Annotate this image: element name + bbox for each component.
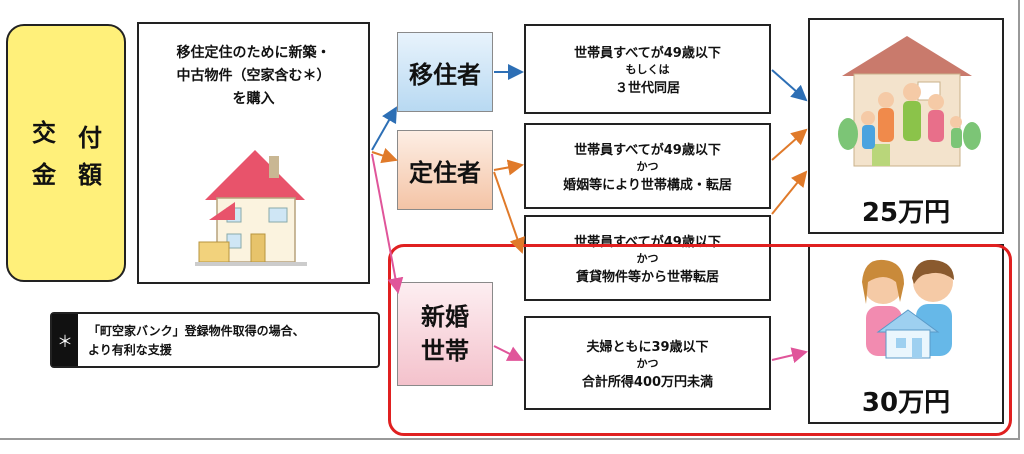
grant-amount-label: 交 付 金 額: [6, 24, 126, 282]
arrow-purchase-to-shinkon: [371, 153, 404, 294]
reward-box-25: 25万円: [808, 18, 1004, 234]
condition-1-line-1: 世帯員すべてが49歳以下: [574, 46, 721, 61]
akiya-bank-note: ＊ 「町空家バンク」登録物件取得の場合、 より有利な支援: [50, 312, 380, 368]
purchase-line-3: を購入: [232, 91, 275, 107]
condition-2-line-2: かつ: [636, 160, 659, 173]
category-shinkon: 新婚 世帯: [397, 282, 493, 386]
reward-amount-30: 30万円: [861, 388, 951, 418]
arrow-cond1-to-reward25: [771, 69, 808, 102]
couple-icon: [862, 259, 954, 359]
newlywed-highlight: [388, 244, 1012, 436]
arrow-purchase-to-teiju: [371, 147, 398, 164]
arrow-teiju-to-cond2: [493, 159, 524, 176]
condition-1-line-2: もしくは: [625, 63, 670, 76]
arrow-shinkon-to-cond4: [493, 345, 524, 361]
arrow-purchase-to-iju: [371, 106, 397, 151]
label-char-4: 額: [78, 161, 102, 189]
condition-4-line-1: 夫婦ともに39歳以下: [586, 340, 709, 355]
reward-box-30: 30万円: [808, 244, 1004, 424]
outer-frame: [0, 0, 1020, 440]
label-char-2: 付: [78, 124, 102, 152]
purchase-line-1: 移住定住のために新築・: [176, 45, 331, 61]
label-char-3: 金: [32, 161, 56, 189]
condition-3-line-3: 賃貸物件等から世帯転居: [575, 270, 719, 285]
purchase-line-2: 中古物件（空家含む＊）: [176, 68, 331, 84]
shinkon-line-2: 世帯: [421, 337, 469, 365]
category-teiju: 定住者: [397, 130, 493, 210]
note-star: ＊: [52, 314, 78, 366]
note-line-2: より有利な支援: [88, 343, 172, 357]
arrow-cond4-to-reward30: [771, 347, 808, 363]
condition-3-line-2: かつ: [636, 252, 659, 265]
label-char-1: 交: [32, 119, 56, 147]
arrow-teiju-to-cond3: [493, 171, 525, 254]
condition-2-line-1: 世帯員すべてが49歳以下: [574, 143, 721, 158]
condition-4-line-3: 合計所得400万円未満: [581, 375, 714, 390]
purchase-box: 移住定住のために新築・ 中古物件（空家含む＊） を購入: [137, 22, 370, 284]
family-house-icon: [838, 36, 981, 167]
arrow-cond2-to-reward25: [771, 128, 808, 161]
note-line-1: 「町空家バンク」登録物件取得の場合、: [88, 324, 305, 338]
shinkon-line-1: 新婚: [421, 303, 469, 331]
condition-4-line-2: かつ: [636, 357, 659, 370]
condition-box-4: 夫婦ともに39歳以下 かつ 合計所得400万円未満: [524, 316, 771, 410]
category-iju: 移住者: [397, 32, 493, 112]
note-text: 「町空家バンク」登録物件取得の場合、 より有利な支援: [88, 322, 305, 360]
arrow-cond3-to-reward25: [771, 170, 808, 215]
purchase-text: 移住定住のために新築・ 中古物件（空家含む＊） を購入: [139, 42, 368, 111]
condition-box-1: 世帯員すべてが49歳以下 もしくは ３世代同居: [524, 24, 771, 114]
condition-2-line-3: 婚姻等により世帯構成・転居: [563, 178, 732, 193]
reward-amount-25: 25万円: [861, 198, 951, 228]
condition-box-2: 世帯員すべてが49歳以下 かつ 婚姻等により世帯構成・転居: [524, 123, 771, 209]
condition-1-line-3: ３世代同居: [614, 81, 680, 96]
house-icon: [195, 150, 307, 266]
